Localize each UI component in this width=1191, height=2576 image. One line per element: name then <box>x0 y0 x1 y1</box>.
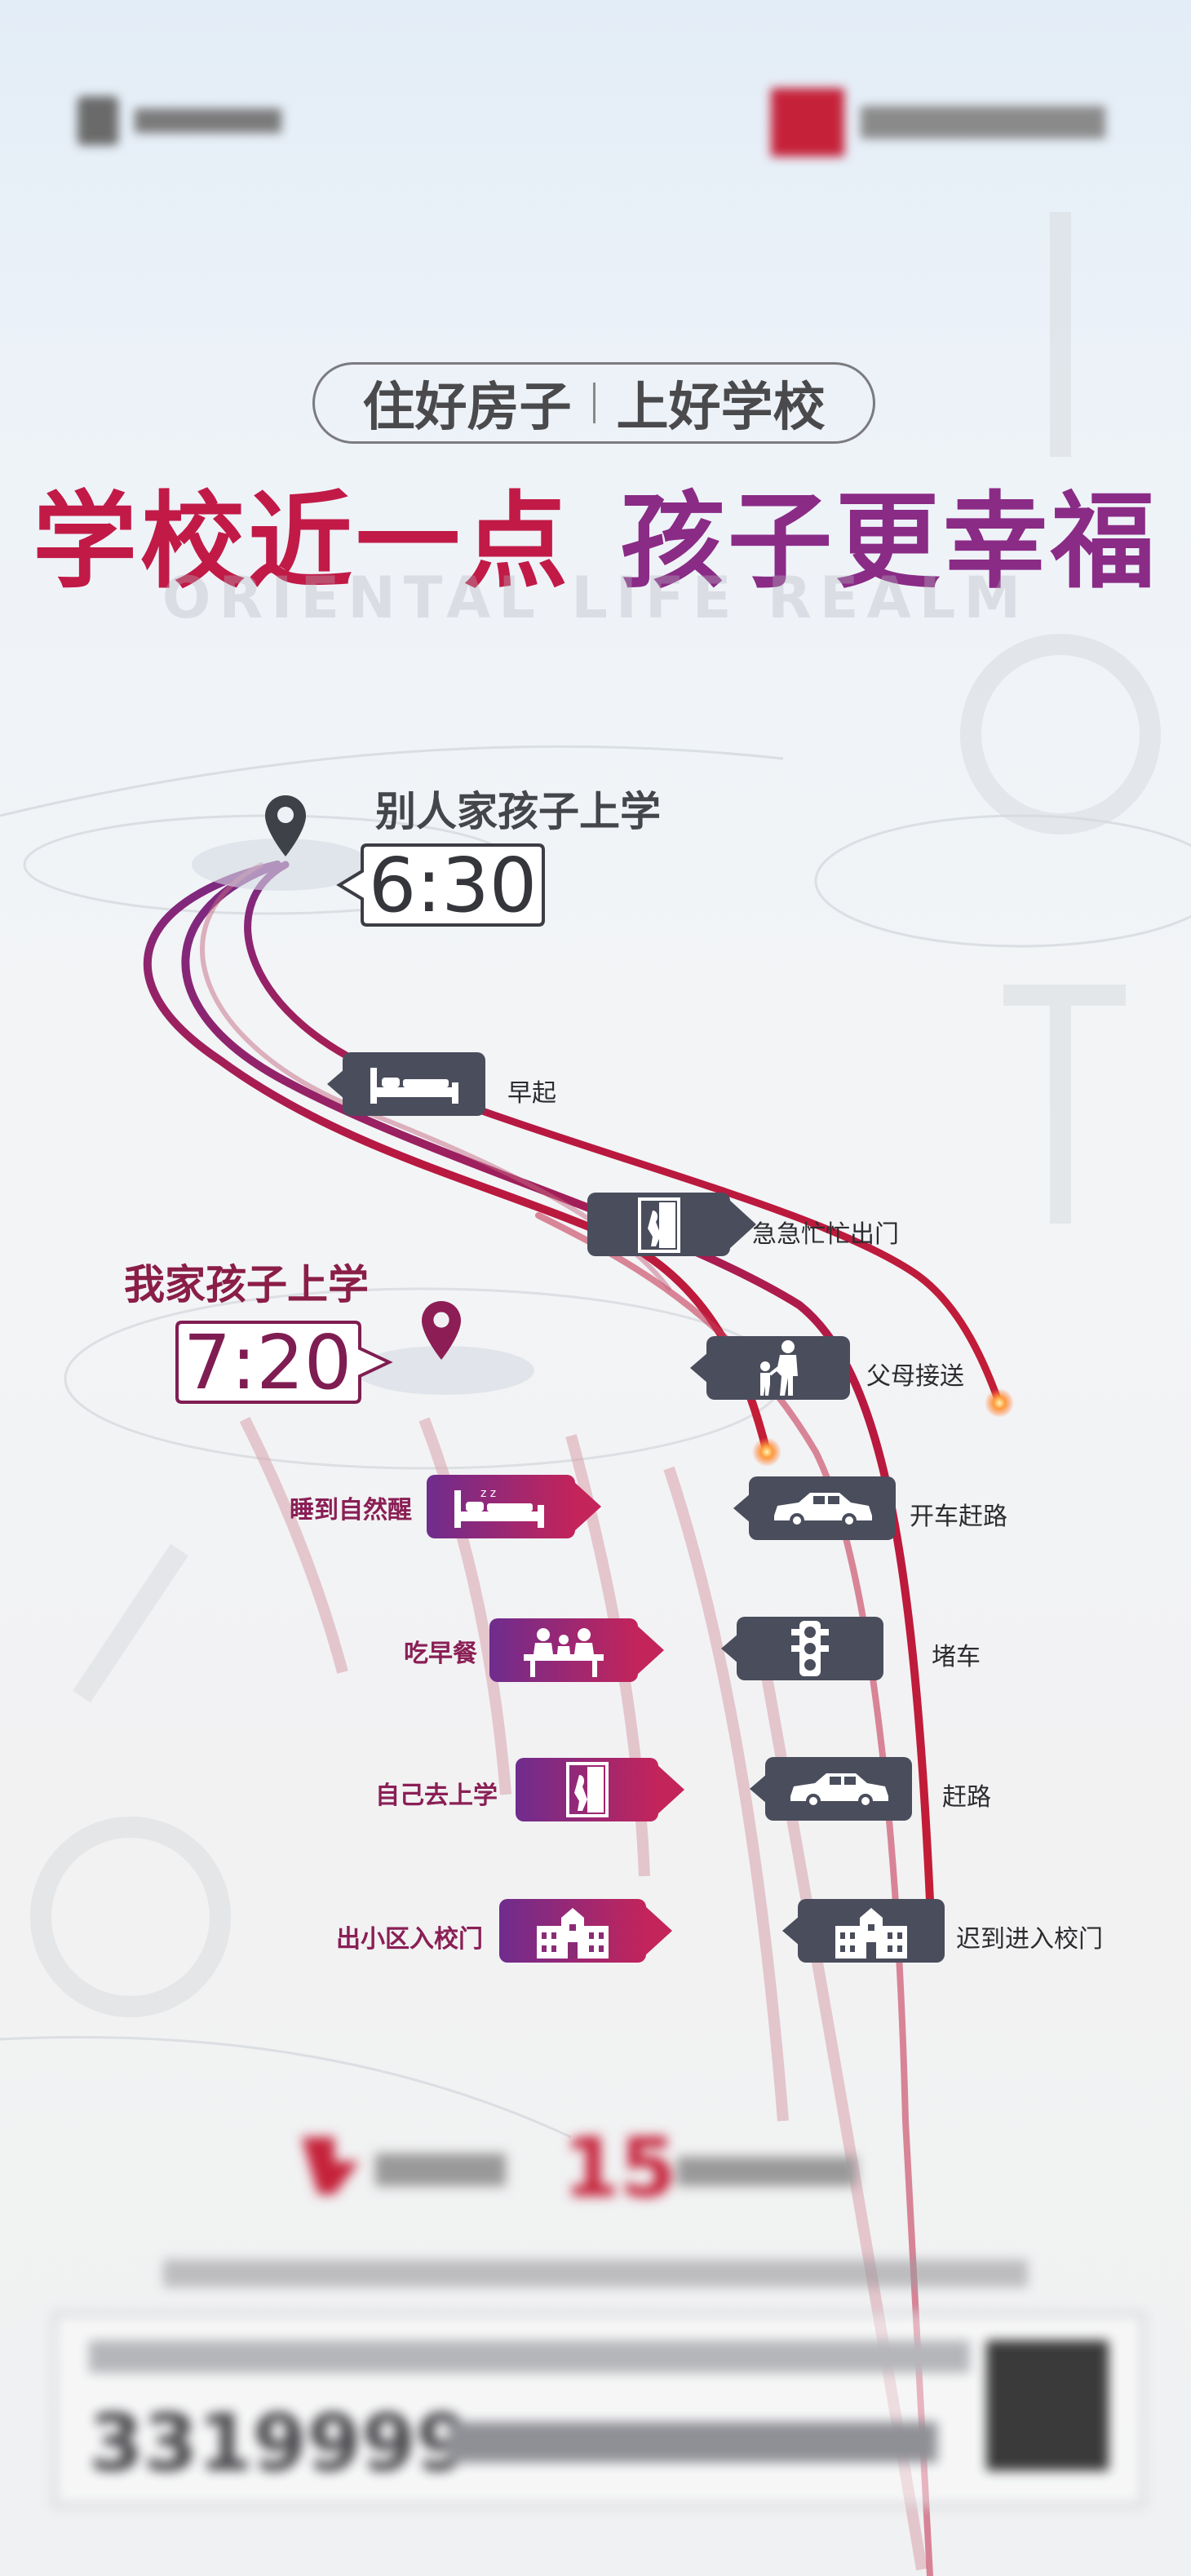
mine-step-breakfast-text: 吃早餐 <box>404 1640 477 1668</box>
others-label: 别人家孩子上学 <box>375 788 661 835</box>
others-step-pickup-text: 父母接送 <box>866 1362 964 1391</box>
mine-step-walk-text: 自己去上学 <box>375 1782 498 1810</box>
footer-brand-blurred: 15 <box>286 2120 905 2215</box>
school-icon <box>798 1899 945 1963</box>
slogan-right: 上好学校 <box>616 378 826 438</box>
location-pin-icon <box>422 1301 461 1360</box>
mine-step-sleep-text: 睡到自然醒 <box>290 1496 412 1525</box>
slogan-divider <box>592 383 596 423</box>
watermark-text: ORIENTAL LIFE REALM <box>162 564 1029 631</box>
svg-text:z z: z z <box>480 1487 496 1500</box>
others-step-rush-text: 急急忙忙出门 <box>752 1220 899 1249</box>
footer-subline-blurred <box>163 2260 1028 2287</box>
car-icon <box>765 1757 912 1821</box>
mine-step-school-text: 出小区入校门 <box>336 1925 483 1954</box>
door-icon <box>516 1758 658 1821</box>
school-icon <box>499 1899 646 1963</box>
footer-phone: 3319999 <box>89 2397 471 2489</box>
headline: 学校近一点孩子更幸福 <box>0 457 1191 608</box>
others-time: 6:30 <box>368 841 538 929</box>
parent-child-icon <box>706 1336 850 1400</box>
others-step-jam-text: 堵车 <box>932 1643 981 1671</box>
developer-logo-right <box>771 88 1114 157</box>
traffic-light-icon <box>737 1617 883 1680</box>
others-step-drive-text: 开车赶路 <box>910 1503 1007 1531</box>
footer-panel-blurred: 3319999 <box>53 2313 1145 2507</box>
headline-right: 孩子更幸福 <box>620 481 1159 603</box>
developer-logo-left <box>77 96 290 145</box>
slogan-left: 住好房子 <box>362 378 572 438</box>
bed-icon <box>343 1052 485 1116</box>
sleeping-bed-icon: z z <box>427 1475 575 1538</box>
location-pin-icon <box>265 795 306 856</box>
mine-time: 7:20 <box>183 1318 352 1406</box>
car-icon <box>749 1476 896 1540</box>
slogan-pill: 住好房子 上好学校 <box>312 362 875 444</box>
footer-number: 15 <box>563 2121 676 2211</box>
others-step-hurry-text: 赶路 <box>942 1783 991 1812</box>
others-step-wake-text: 早起 <box>507 1079 556 1108</box>
mine-label: 我家孩子上学 <box>124 1261 369 1308</box>
door-icon <box>587 1193 730 1256</box>
breakfast-icon <box>489 1618 638 1682</box>
others-step-late-text: 迟到进入校门 <box>956 1925 1103 1954</box>
headline-left: 学校近一点 <box>32 481 571 603</box>
